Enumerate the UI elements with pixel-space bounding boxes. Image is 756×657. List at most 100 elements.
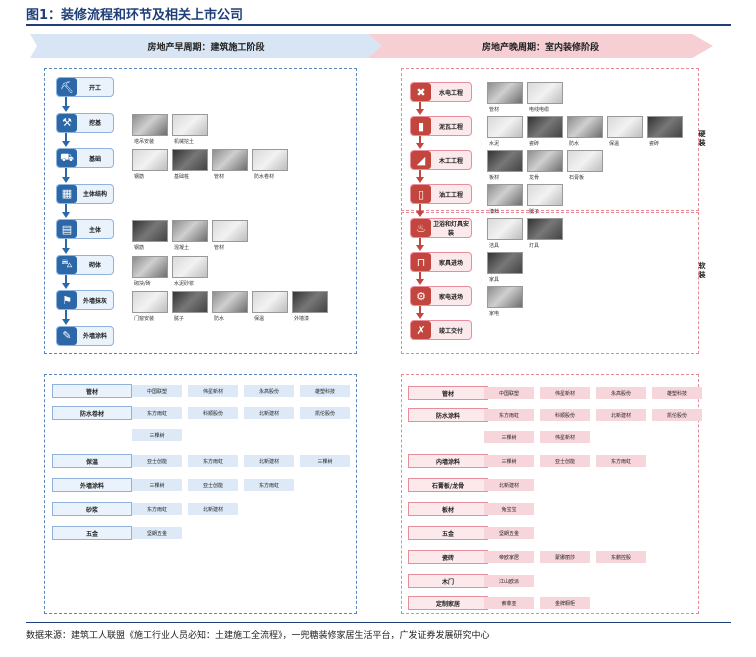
late_steps-step: ▯油工工程 bbox=[410, 184, 472, 204]
company-tag: 科顺股份 bbox=[540, 409, 590, 421]
company-tag: 永高股份 bbox=[244, 385, 294, 397]
late-process-panel-hard bbox=[401, 68, 699, 211]
company-tag: 三棵树 bbox=[484, 431, 534, 443]
material-caption: 钢筋 bbox=[134, 245, 145, 251]
late_steps-step: ♨卫浴和灯具安装 bbox=[410, 218, 472, 238]
company-tag: 凯伦股份 bbox=[652, 409, 702, 421]
material-photo bbox=[487, 150, 523, 172]
material-caption: 板材 bbox=[489, 175, 500, 181]
early_steps-step-label: 基础 bbox=[88, 155, 101, 163]
category-label: 防水卷材 bbox=[52, 406, 132, 420]
category-label: 石膏板/龙骨 bbox=[408, 478, 488, 492]
material-caption: 龙骨 bbox=[529, 175, 540, 181]
material-caption: 石膏板 bbox=[569, 175, 585, 181]
material-caption: 瓷砖 bbox=[529, 141, 540, 147]
company-tag: 科顺股份 bbox=[188, 407, 238, 419]
company-tag: 北新建材 bbox=[484, 479, 534, 491]
side-tag-hard-2: 装 bbox=[698, 139, 706, 147]
flow-connector bbox=[65, 274, 67, 284]
material-photo bbox=[212, 291, 248, 313]
table-icon: ⊓ bbox=[411, 253, 431, 271]
early_steps-step-label: 外墙抹灰 bbox=[82, 297, 107, 305]
material-photo bbox=[172, 113, 208, 136]
company-tag: 伟星新材 bbox=[188, 385, 238, 397]
material-caption: 水泥 bbox=[489, 141, 500, 147]
category-label: 砂浆 bbox=[52, 502, 132, 516]
flow-connector bbox=[419, 102, 421, 110]
company-tag: 东方雨虹 bbox=[132, 407, 182, 419]
material-caption: 基础桩 bbox=[174, 174, 190, 180]
category-label: 木门 bbox=[408, 574, 488, 588]
company-tag: 雄塑科技 bbox=[652, 387, 702, 399]
late_steps-step: ◢木工工程 bbox=[410, 150, 472, 170]
company-tag: 坚朗五金 bbox=[484, 527, 534, 539]
material-photo bbox=[172, 149, 208, 171]
down-arrow-icon bbox=[416, 109, 424, 115]
material-photo bbox=[487, 184, 523, 206]
early_steps-step-label: 开工 bbox=[88, 84, 101, 92]
early-companies-panel bbox=[44, 374, 357, 614]
material-photo bbox=[487, 218, 523, 240]
late_steps-step-label: 水电工程 bbox=[438, 89, 463, 97]
material-photo bbox=[212, 149, 248, 171]
down-arrow-icon bbox=[62, 105, 70, 112]
material-photo bbox=[132, 149, 168, 171]
trowel-icon: ▮ bbox=[411, 117, 431, 135]
late_steps-step: ▮泥瓦工程 bbox=[410, 116, 472, 136]
late_steps-step-label: 油工工程 bbox=[438, 191, 463, 199]
material-caption: 水泥砂浆 bbox=[174, 280, 195, 287]
saw-icon: ◢ bbox=[411, 151, 431, 169]
side-tag-soft-1: 软 bbox=[698, 262, 706, 270]
frame-icon: ▦ bbox=[57, 184, 77, 203]
flow-connector bbox=[419, 238, 421, 246]
company-tag: 三棵树 bbox=[300, 455, 350, 467]
late_steps-step: ✖水电工程 bbox=[410, 82, 472, 102]
flow-connector bbox=[65, 239, 67, 249]
category-label: 板材 bbox=[408, 502, 488, 516]
early_steps-step: ⛟基础 bbox=[56, 148, 114, 168]
down-arrow-icon bbox=[416, 143, 424, 149]
material-photo bbox=[567, 116, 603, 138]
down-arrow-icon bbox=[62, 212, 70, 218]
down-arrow-icon bbox=[62, 247, 70, 254]
late_steps-step-label: 竣工交付 bbox=[438, 327, 463, 335]
category-label: 防水涂料 bbox=[408, 408, 488, 422]
figure-title: 图1：装修流程和环节及相关上市公司 bbox=[26, 8, 244, 23]
company-tag: 东方雨虹 bbox=[132, 503, 182, 515]
material-caption: 防水 bbox=[569, 141, 580, 147]
source-note: 数据来源：建筑工人联盟《施工行业人员必知：土建施工全流程》，一兜糖装修家居生活平… bbox=[26, 631, 490, 641]
material-caption: 机械挖土 bbox=[174, 138, 195, 145]
material-photo bbox=[487, 252, 523, 274]
category-label: 管材 bbox=[408, 386, 488, 400]
material-photo bbox=[252, 291, 288, 313]
company-tag: 亚士创能 bbox=[132, 455, 182, 467]
material-photo bbox=[527, 82, 563, 104]
company-tag: 东方雨虹 bbox=[596, 455, 646, 467]
footer-rule bbox=[26, 622, 731, 623]
material-caption: 管材 bbox=[214, 245, 225, 251]
company-tag: 金牌橱柜 bbox=[540, 597, 590, 609]
material-photo bbox=[527, 218, 563, 240]
company-tag: 蒙娜丽莎 bbox=[540, 551, 590, 563]
side-tag-soft-2: 装 bbox=[698, 271, 706, 279]
early_steps-step: ▤主体 bbox=[56, 219, 114, 239]
wheelbarrow-icon: ⛍ bbox=[57, 255, 77, 274]
company-tag: 三棵树 bbox=[132, 479, 182, 491]
early-process-panel bbox=[44, 68, 357, 354]
down-arrow-icon bbox=[416, 245, 424, 251]
flow-connector bbox=[65, 310, 67, 320]
material-caption: 外墙漆 bbox=[294, 316, 310, 322]
category-label: 五金 bbox=[408, 526, 488, 540]
company-tag: 东方雨虹 bbox=[188, 455, 238, 467]
late_steps-step-label: 家具进场 bbox=[438, 259, 463, 267]
material-photo bbox=[212, 220, 248, 242]
material-photo bbox=[132, 255, 168, 278]
company-tag: 北新建材 bbox=[596, 409, 646, 421]
flow-connector bbox=[65, 168, 67, 178]
material-photo bbox=[567, 150, 603, 172]
company-tag: 坚朗五金 bbox=[132, 527, 182, 539]
company-tag: 索菲亚 bbox=[484, 597, 534, 609]
flow-connector bbox=[419, 272, 421, 280]
company-tag: 东鹏控股 bbox=[596, 551, 646, 563]
flow-connector bbox=[419, 204, 421, 212]
